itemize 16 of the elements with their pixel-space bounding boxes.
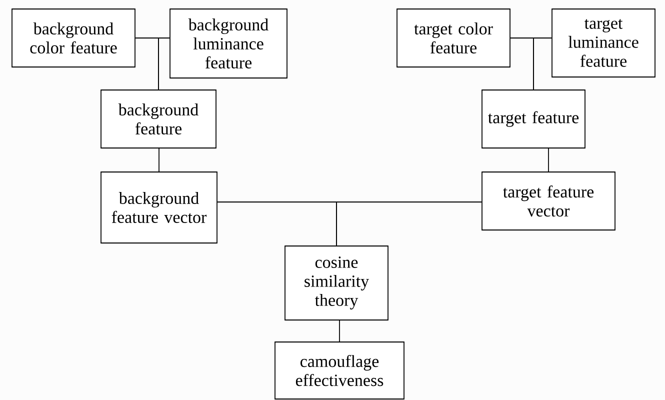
text-box: background color feature xyxy=(12,8,136,68)
text-box: background feature vector xyxy=(100,172,218,244)
text-box: target feature vector xyxy=(482,172,616,230)
text-box: background luminance feature xyxy=(170,8,288,78)
text-box: cosine similarity theory xyxy=(284,246,388,320)
connector-line xyxy=(336,202,482,246)
text-box: target feature xyxy=(482,90,586,148)
text-box: target color feature xyxy=(396,8,510,68)
connector-line xyxy=(339,320,340,342)
text-box: camouflage effectiveness xyxy=(274,342,404,400)
connector-line xyxy=(548,148,549,172)
text-box: background feature xyxy=(100,90,216,148)
connector-line xyxy=(158,148,160,172)
text-box: target luminance feature xyxy=(552,8,656,78)
connector-line xyxy=(158,38,170,90)
connector-line xyxy=(533,38,552,90)
